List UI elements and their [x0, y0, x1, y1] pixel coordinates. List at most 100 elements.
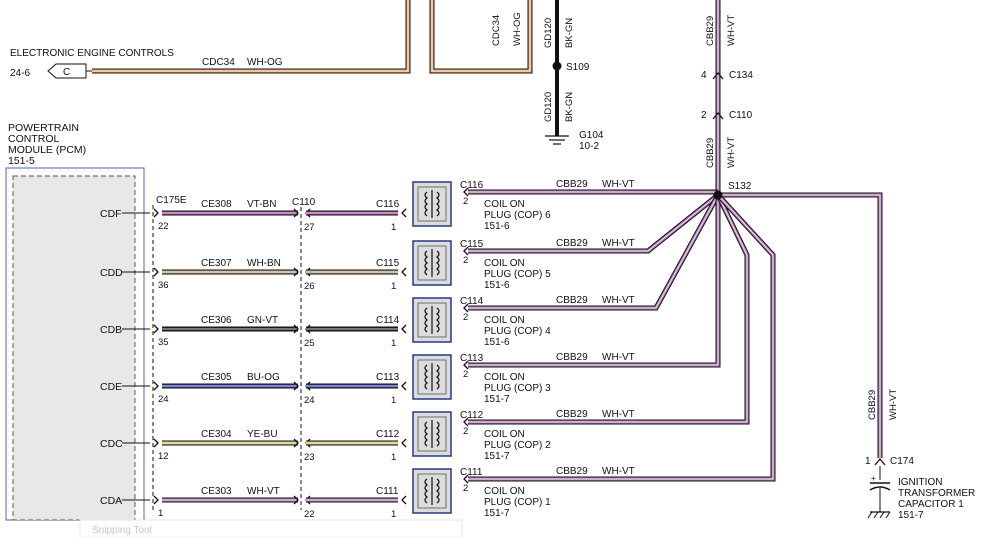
- cap-circuit: CBB29: [867, 390, 878, 420]
- pcm-pin-number: 36: [158, 280, 169, 291]
- pcm-pin-number: 22: [158, 221, 169, 232]
- v-color-wh-og: WH-OG: [512, 12, 523, 46]
- cap-conn: C174: [890, 456, 914, 467]
- s109-label: S109: [566, 62, 590, 73]
- cap-plus: +: [871, 474, 876, 483]
- c134-label: C134: [729, 70, 753, 81]
- coil-ref: 151-7: [484, 394, 510, 405]
- cap-line2: TRANSFORMER: [898, 488, 975, 499]
- c110-label-top: C110: [729, 110, 753, 121]
- coil-ref: 151-7: [484, 451, 510, 462]
- coil-connector-label: C111: [376, 486, 399, 497]
- signal-color: YE-BU: [247, 429, 278, 440]
- eec-color: WH-OG: [247, 57, 283, 68]
- signal-color: WH-BN: [247, 258, 281, 269]
- coil-connector-pin: 1: [391, 281, 396, 292]
- coil-connector-label: C116: [376, 199, 400, 210]
- g104-label: G104: [579, 130, 604, 141]
- coil-name-line2: PLUG (COP) 3: [484, 383, 551, 394]
- coil-name-line2: PLUG (COP) 2: [484, 440, 551, 451]
- c110-pin-number: 25: [304, 338, 315, 349]
- signal-circuit: CE305: [201, 372, 232, 383]
- cbb-color-mid: WH-VT: [726, 137, 737, 168]
- coil-connector-pin: 1: [391, 222, 396, 233]
- c110-pin-number: 24: [304, 395, 315, 406]
- v-circuit-cdc34: CDC34: [491, 15, 502, 46]
- gd-color-bottom: BK-GN: [564, 92, 575, 122]
- cop-connector-label: C113: [460, 353, 484, 364]
- coil-connector-pin: 1: [391, 509, 396, 520]
- snipping-overlay: [79, 519, 463, 538]
- feed-circuit: CBB29: [556, 179, 588, 190]
- cap-line3: CAPACITOR 1: [898, 499, 964, 510]
- feed-color: WH-VT: [602, 238, 635, 249]
- feed-wire-capacitor: [718, 192, 883, 458]
- c110-pin-number: 23: [304, 452, 315, 463]
- cbb-color-top: WH-VT: [726, 15, 737, 46]
- coil-on-plug-box: [412, 354, 452, 400]
- coil-name-line1: COIL ON: [484, 258, 525, 269]
- coil-connector-pin: 1: [391, 395, 396, 406]
- coil-ref: 151-6: [484, 337, 510, 348]
- pcm-line3: MODULE (PCM): [8, 144, 86, 156]
- eec-ref: 24-6: [10, 68, 30, 79]
- pcm-ref: 151-5: [8, 155, 35, 167]
- coil-name-line1: COIL ON: [484, 315, 525, 326]
- coil-name-line1: COIL ON: [484, 486, 525, 497]
- signal-color: VT-BN: [247, 199, 276, 210]
- coil-name-line2: PLUG (COP) 5: [484, 269, 551, 280]
- feed-color: WH-VT: [602, 295, 635, 306]
- pcm-pin-name: CDA: [100, 495, 122, 507]
- gd-circuit-bottom: GD120: [543, 92, 554, 122]
- c110-pin-top: 2: [701, 110, 707, 121]
- signal-color: BU-OG: [247, 372, 280, 383]
- coil-connector-pin: 1: [391, 452, 396, 463]
- eec-pin: C: [63, 67, 70, 78]
- coil-connector-label: C112: [376, 429, 400, 440]
- eec-label: ELECTRONIC ENGINE CONTROLS: [10, 48, 174, 59]
- capacitor-symbol: +: [867, 466, 891, 519]
- feed-color: WH-VT: [602, 179, 635, 190]
- signal-circuit: CE308: [201, 199, 232, 210]
- signal-circuit: CE306: [201, 315, 232, 326]
- pcm-pin-number: 35: [158, 337, 169, 348]
- coil-name-line2: PLUG (COP) 6: [484, 210, 551, 221]
- cop-connector-label: C115: [460, 239, 484, 250]
- c110-pin-number: 22: [304, 509, 315, 520]
- signal-color: WH-VT: [247, 486, 280, 497]
- ground-symbol-g104: [545, 135, 569, 145]
- cop-connector-pin: 2: [463, 255, 468, 266]
- feed-circuit: CBB29: [556, 295, 588, 306]
- feed-color: WH-VT: [602, 466, 635, 477]
- c110-pin-number: 27: [304, 222, 315, 233]
- pcm-pin-number: 12: [158, 451, 169, 462]
- feed-color: WH-VT: [602, 352, 635, 363]
- pcm-pin-name: CDF: [100, 208, 122, 220]
- coil-name-line2: PLUG (COP) 4: [484, 326, 551, 337]
- pcm-inner-box: [12, 175, 136, 521]
- c175e-label: C175E: [156, 195, 187, 206]
- cop-connector-pin: 2: [463, 369, 468, 380]
- gd-color-top: BK-GN: [564, 18, 575, 48]
- g104-ref: 10-2: [579, 141, 599, 152]
- signal-color: GN-VT: [247, 315, 278, 326]
- signal-circuit: CE307: [201, 258, 232, 269]
- feed-circuit: CBB29: [556, 352, 588, 363]
- feed-circuit: CBB29: [556, 409, 588, 420]
- pcm-pin-name: CDB: [100, 324, 122, 336]
- cap-color: WH-VT: [888, 389, 899, 420]
- coil-connector-label: C114: [376, 315, 400, 326]
- splice-s109: [552, 61, 562, 71]
- coil-name-line1: COIL ON: [484, 372, 525, 383]
- coil-ref: 151-7: [484, 508, 510, 519]
- cop-connector-pin: 2: [463, 426, 468, 437]
- eec-circuit: CDC34: [202, 57, 235, 68]
- coil-ref: 151-6: [484, 280, 510, 291]
- coil-connector-pin: 1: [391, 338, 396, 349]
- pcm-pin-number: 1: [158, 508, 163, 519]
- cop-connector-pin: 2: [463, 196, 468, 207]
- s132-label: S132: [728, 181, 752, 192]
- pcm-pin-number: 24: [158, 394, 169, 405]
- feed-circuit: CBB29: [556, 238, 588, 249]
